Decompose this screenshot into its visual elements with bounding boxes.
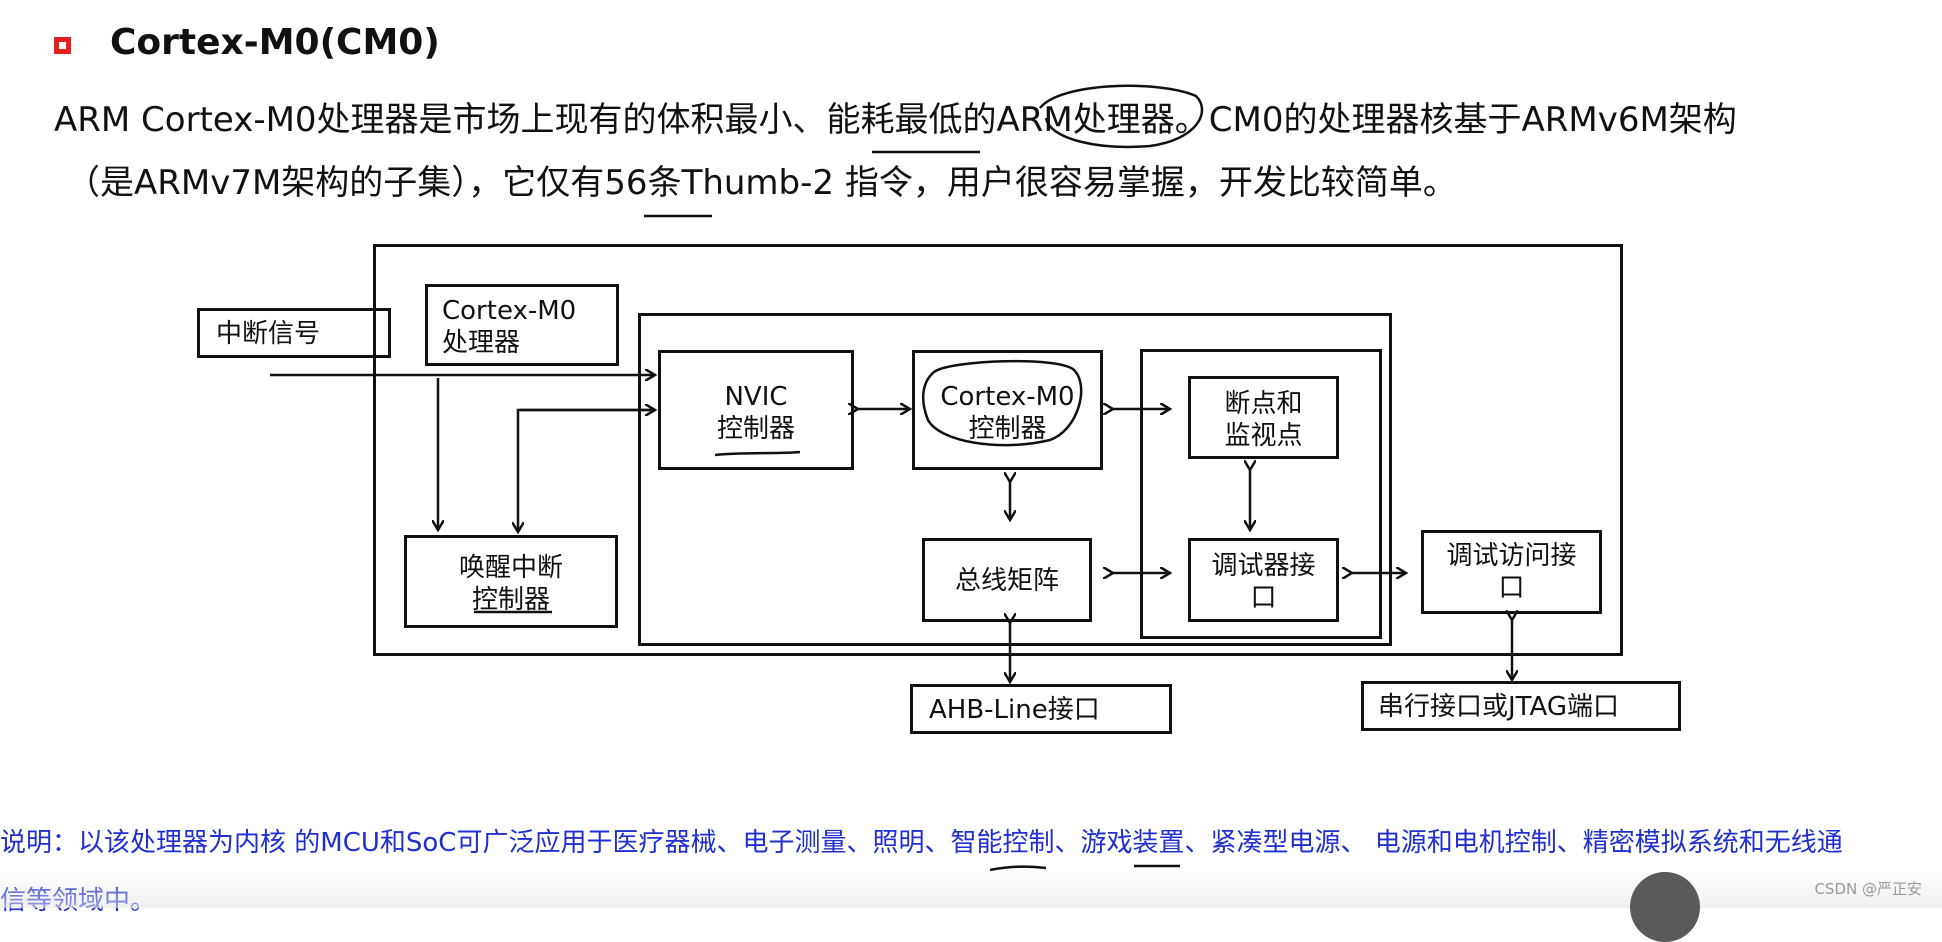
core-box: Cortex-M0 控制器	[912, 350, 1103, 470]
intro-line-1: ARM Cortex-M0处理器是市场上现有的体积最小、能耗最低的ARM处理器。…	[54, 100, 1737, 140]
square-bullet-icon	[54, 37, 71, 54]
intro-line-2: （是ARMv7M架构的子集），它仅有56条Thumb-2 指令，用户很容易掌握，…	[66, 163, 1457, 203]
ahb-interface-box: AHB-Line接口	[910, 684, 1172, 734]
breakpoint-box: 断点和 监视点	[1188, 376, 1339, 459]
breakpoint-label-line2: 监视点	[1224, 421, 1303, 451]
wakeup-box: 唤醒中断 控制器	[404, 535, 618, 628]
interrupt-signal-box: 中断信号	[197, 308, 391, 358]
wakeup-label-line2: 控制器	[471, 585, 550, 615]
watermark: CSDN @严正安	[1814, 880, 1922, 898]
nvic-label-line1: NVIC	[724, 382, 788, 412]
nvic-box: NVIC 控制器	[658, 350, 854, 470]
processor-label-line2: 处理器	[442, 328, 521, 358]
nvic-label-line2: 控制器	[716, 414, 795, 444]
cm0-inner-box	[638, 313, 1392, 646]
ahb-interface-label: AHB-Line接口	[929, 695, 1100, 725]
serial-jtag-box: 串行接口或JTAG端口	[1361, 681, 1681, 731]
core-label-line1: Cortex-M0	[940, 382, 1075, 412]
wakeup-label-line1: 唤醒中断	[458, 553, 563, 583]
cm0-outer-box	[373, 244, 1623, 656]
processor-label-line1: Cortex-M0	[442, 296, 577, 326]
serial-jtag-label: 串行接口或JTAG端口	[1378, 692, 1620, 722]
handdrawn-circle-arm	[1039, 84, 1204, 149]
bus-matrix-label: 总线矩阵	[954, 566, 1059, 596]
debug-access-line2: 口	[1498, 573, 1525, 603]
handdrawn-circle-core	[921, 359, 1083, 447]
debugger-interface-line2: 口	[1250, 583, 1277, 613]
bus-matrix-box: 总线矩阵	[922, 538, 1092, 622]
diagram-connectors	[270, 84, 1942, 872]
section-title: Cortex-M0(CM0)	[110, 22, 440, 63]
debugger-interface-box: 调试器接 口	[1188, 538, 1339, 622]
debug-region-box	[1140, 349, 1382, 639]
debugger-interface-line1: 调试器接	[1211, 551, 1316, 581]
processor-label-box: Cortex-M0 处理器	[425, 284, 619, 366]
breakpoint-label-line1: 断点和	[1224, 389, 1303, 419]
handdrawn-underline-nvic	[714, 450, 801, 457]
debug-access-box: 调试访问接 口	[1421, 530, 1602, 614]
note-line-1: 说明：以该处理器为内核 的MCU和SoC可广泛应用于医疗器械、电子测量、照明、智…	[0, 828, 1843, 858]
core-label-line2: 控制器	[968, 414, 1047, 444]
interrupt-signal-label: 中断信号	[216, 319, 321, 349]
debug-access-line1: 调试访问接	[1446, 541, 1577, 571]
bottom-fade-bar	[0, 868, 1942, 908]
gear-icon	[1630, 872, 1700, 942]
